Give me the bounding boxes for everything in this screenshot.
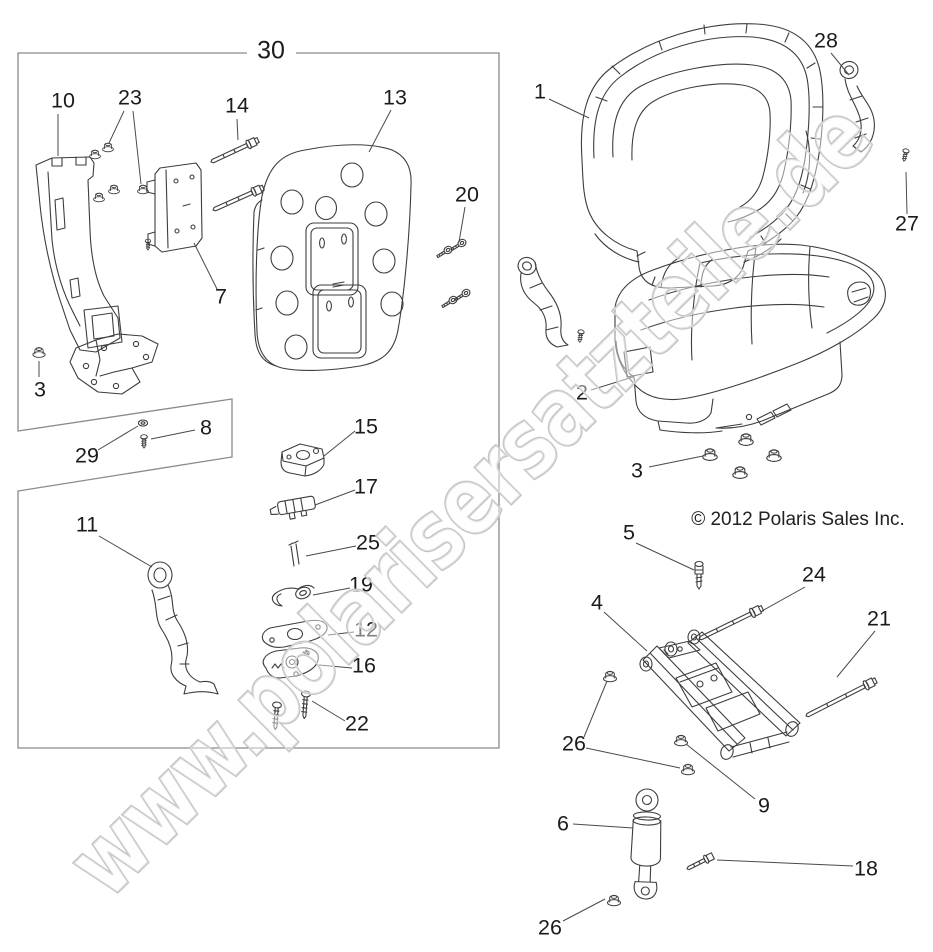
part-label-18: 18	[854, 857, 878, 881]
copyright-text: © 2012 Polaris Sales Inc.	[691, 509, 905, 530]
assembly-box-30	[17, 52, 500, 749]
part-label-17: 17	[354, 475, 378, 499]
part-13-back-panel	[252, 144, 412, 372]
part-12-plate	[261, 619, 328, 648]
part-label-4: 4	[591, 591, 603, 615]
part-label-6: 6	[557, 812, 569, 836]
part-label-24: 24	[802, 563, 826, 587]
part-29-washer	[137, 419, 149, 427]
part-5-fitting	[694, 560, 704, 590]
part-label-8: 8	[200, 416, 212, 440]
part-label-20: 20	[455, 183, 479, 207]
part-label-21: 21	[867, 607, 891, 631]
part-label-22: 22	[345, 712, 369, 736]
part-28-strap	[839, 60, 875, 153]
part-3-nut-left	[32, 347, 46, 377]
part-15-block	[280, 443, 325, 477]
part-label-3-left: 3	[34, 378, 46, 402]
part-label-9: 9	[758, 794, 770, 818]
part-label-5: 5	[623, 521, 635, 545]
part-26-nut-upper	[603, 670, 617, 683]
part-2-seat-bottom	[614, 243, 886, 434]
part-label-1: 1	[534, 80, 546, 104]
part-22-screws	[272, 690, 311, 730]
part-21-bolt	[805, 677, 878, 718]
part-8-screw	[140, 434, 148, 449]
part-6-shock-absorber	[630, 788, 662, 900]
part-27-screw	[900, 147, 910, 163]
part-23-nuts	[89, 142, 152, 251]
part-7-hinge-bracket	[146, 162, 203, 253]
part-label-26-lower: 26	[538, 916, 562, 940]
part-label-7: 7	[215, 285, 227, 309]
part-25-pins	[288, 540, 300, 567]
part-label-15: 15	[354, 415, 378, 439]
part-10-mount-bracket	[35, 156, 123, 353]
part-label-25: 25	[356, 531, 380, 555]
part-label-11: 11	[76, 513, 98, 537]
part-11-strap	[147, 561, 219, 695]
part-label-26-upper: 26	[562, 732, 586, 756]
leader-lines	[57, 52, 908, 922]
part-16-latch-mechanism	[262, 647, 319, 679]
part-24-bolt	[698, 605, 765, 641]
part-3-nuts-right	[702, 433, 782, 479]
part-1-seat-back	[580, 23, 824, 289]
part-26-nut-lower	[607, 894, 621, 907]
part-label-16: 16	[352, 654, 376, 678]
part-9-nut	[674, 734, 688, 747]
part-26-nut-mid	[681, 763, 695, 776]
part-18-bolt	[686, 852, 715, 871]
part-10-foot-plate	[69, 333, 159, 395]
part-14-bolts	[210, 137, 265, 212]
part-label-13: 13	[383, 86, 407, 110]
part-label-14: 14	[225, 94, 249, 118]
part-label-3-right: 3	[631, 459, 643, 483]
part-4-seat-frame	[639, 629, 801, 760]
part-label-19: 19	[349, 573, 373, 597]
part-label-27: 27	[895, 212, 919, 236]
part-19-hook-clip	[271, 584, 315, 607]
seat-back-strap-left	[517, 256, 569, 348]
part-label-28: 28	[814, 29, 838, 53]
part-17-latch-plate	[269, 495, 316, 520]
part-label-29: 29	[75, 444, 99, 468]
part-label-12: 12	[354, 618, 378, 642]
part-label-23: 23	[118, 86, 142, 110]
part-label-10: 10	[51, 89, 75, 113]
part-20-screws	[436, 238, 471, 309]
part-label-2: 2	[576, 381, 588, 405]
group-label-30: 30	[257, 37, 285, 65]
